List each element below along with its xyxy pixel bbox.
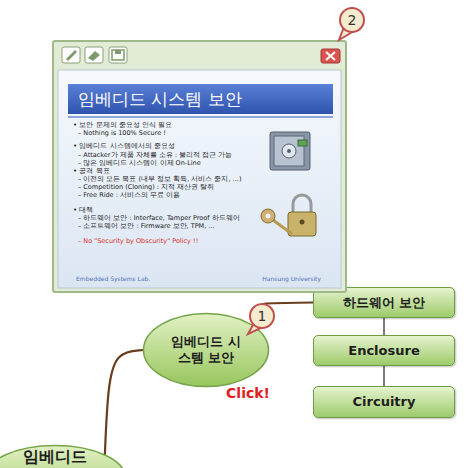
title-rule xyxy=(68,116,333,118)
save-icon xyxy=(112,50,124,60)
callout-circle xyxy=(340,8,364,32)
slide-bullet: – Attacker가 제품 자체를 소유 : 물리적 접근 가능 xyxy=(78,151,242,159)
key-shaft xyxy=(273,220,292,234)
key-bow-hole xyxy=(266,214,271,219)
callout-number: 2 xyxy=(348,12,357,28)
branch-connector xyxy=(383,318,385,335)
safe-card xyxy=(298,140,307,146)
slide-footer-text: Hansung University xyxy=(262,275,321,283)
eraser-icon xyxy=(88,51,100,61)
slide-bullet: – 하드웨어 보안 : Interface, Tamper Proof 하드웨어 xyxy=(78,214,242,222)
slide-bullet: – Nothing is 100% Secure ! xyxy=(78,129,242,137)
slide-body: • 보안 문제의 중요성 인식 필요– Nothing is 100% Secu… xyxy=(73,121,242,245)
node-label: 임베디드 시스템 보안 xyxy=(166,334,246,366)
slide-bullet: • 공격 목표 xyxy=(73,167,242,175)
node-label: 임베디드 xyxy=(23,447,87,466)
topic-box: Enclosure xyxy=(313,335,455,366)
slide-page xyxy=(58,70,341,288)
slide-bullet: – 많은 임베디드 시스템이 이제 On-Line xyxy=(78,159,242,167)
branch-connector xyxy=(383,366,385,386)
slide-bullet: – 이전의 모든 목표 (내부 정보 획득, 서비스 중지, …) xyxy=(78,175,242,183)
slide-footer: Embedded Systems Lab. Hansung University xyxy=(76,275,321,283)
safe-dial xyxy=(282,144,296,158)
callout-number: 1 xyxy=(258,308,267,324)
key-hole xyxy=(300,220,305,225)
toolbar-icons xyxy=(62,47,127,63)
slide-title-band: 임베디드 시스템 보안 xyxy=(68,84,333,114)
label-holder: 1 xyxy=(250,307,274,325)
popup-frame xyxy=(53,41,346,292)
click-note: Click! xyxy=(226,385,270,401)
slide-popup: 임베디드 시스템 보안 • 보안 문제의 중요성 인식 필요– Nothing i… xyxy=(52,40,347,293)
safe-body xyxy=(270,132,310,170)
slide-footer-text: Embedded Systems Lab. xyxy=(76,275,150,283)
oval-shape xyxy=(0,446,126,468)
slide-bullet: – Competition (Cloning) : 지적 재산권 탈취 xyxy=(78,183,242,191)
oval-shape xyxy=(144,314,269,387)
key-bow xyxy=(261,209,275,223)
topic-box: Circuitry xyxy=(313,386,455,418)
lock-and-key-picture xyxy=(261,195,316,236)
label-holder: 2 xyxy=(340,11,364,29)
slide-bullet: – 소프트웨어 보안 : Firmware 보안, TPM, … xyxy=(78,222,242,230)
close-button xyxy=(321,49,340,63)
node-label: 하드웨어 보안 xyxy=(343,295,426,311)
close-cross xyxy=(326,52,335,60)
safe-picture xyxy=(270,132,310,170)
save-icon-slot xyxy=(115,50,121,54)
slide-bullet: – Free Ride : 서비스의 무료 이용 xyxy=(78,191,242,199)
lock-shackle xyxy=(293,195,311,212)
safe-dial-center xyxy=(287,149,291,153)
slide-bullet: • 보안 문제의 중요성 인식 필요 xyxy=(73,121,242,129)
node-label: Circuitry xyxy=(353,394,416,410)
branch-connector xyxy=(105,350,144,455)
node-label: Enclosure xyxy=(348,343,419,359)
tool-button xyxy=(109,47,127,63)
root-oval: 임베디드 xyxy=(0,444,127,468)
slide-bullet: • 대책 xyxy=(73,206,242,214)
label-holder: Click! xyxy=(218,384,278,402)
callout-circle xyxy=(250,304,274,328)
pencil-icon xyxy=(66,50,77,61)
tool-button xyxy=(62,47,80,63)
slide-policy-note: – No "Security by Obscurity" Policy !! xyxy=(78,237,242,245)
slide-bullet: • 임베디드 시스템에서의 중요성 xyxy=(73,142,242,150)
slide-title: 임베디드 시스템 보안 xyxy=(78,89,242,109)
topic-oval: 임베디드 시스템 보안 xyxy=(142,312,270,388)
tool-button xyxy=(85,47,103,63)
